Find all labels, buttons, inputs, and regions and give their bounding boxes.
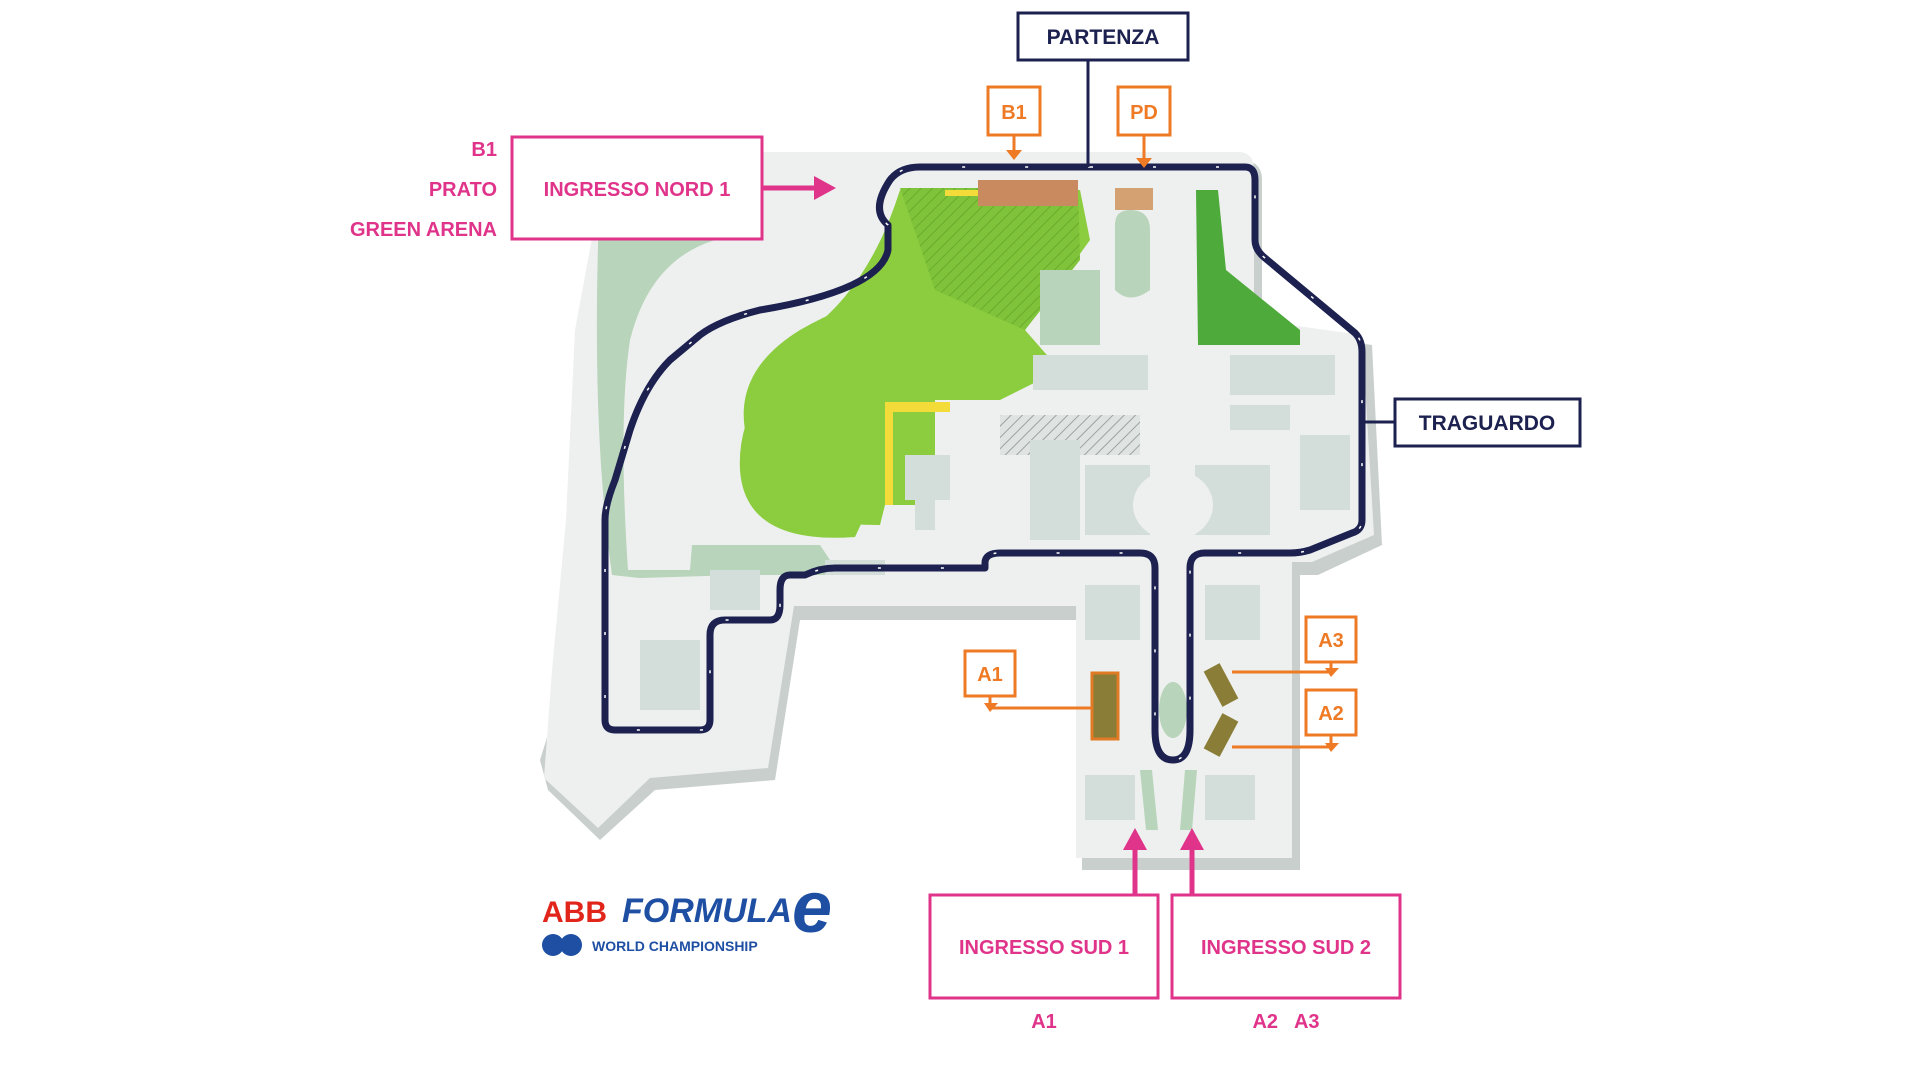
finish-label: TRAGUARDO (1419, 412, 1556, 435)
pointer-down-icon (1006, 150, 1022, 160)
formula-e-logo: ABB FORMULA e WORLD CHAMPIONSHIP (542, 868, 832, 956)
arrow-up-icon (1180, 828, 1204, 850)
race-track (601, 163, 1366, 764)
arrow-right-icon (814, 176, 836, 200)
pointer-down-icon (1325, 668, 1339, 677)
finish-marker: TRAGUARDO (1362, 397, 1582, 448)
svg-text:PD: PD (1130, 102, 1158, 124)
pointer-down-icon (1136, 158, 1152, 168)
stand-label-pd: PD (1116, 85, 1172, 168)
south-entrance-1-label: INGRESSO SUD 1 (959, 937, 1129, 959)
fia-globe-icon (560, 934, 582, 956)
stand-label-b1: B1 (986, 85, 1042, 160)
north-entrance: INGRESSO NORD 1 B1 PRATO GREEN ARENA (350, 135, 836, 241)
svg-text:B1: B1 (1001, 102, 1027, 124)
logo-subtitle: WORLD CHAMPIONSHIP (592, 938, 758, 954)
south-entrance-1: INGRESSO SUD 1 A1 (928, 828, 1160, 1033)
stand-label-a3: A3 (1232, 615, 1358, 677)
stand-label-a2: A2 (1232, 688, 1358, 752)
svg-text:A1: A1 (977, 664, 1003, 686)
grandstands (978, 180, 1239, 757)
logo-abb: ABB (542, 896, 607, 929)
stand-label-a1: A1 (963, 649, 1092, 712)
stand-a2-block (1203, 713, 1239, 757)
finish-label-box (1393, 397, 1582, 448)
stand-a3-block (1203, 663, 1239, 707)
south-entrance-2-label: INGRESSO SUD 2 (1201, 937, 1371, 959)
green-areas (596, 168, 1300, 830)
svg-text:A2: A2 (1318, 703, 1344, 725)
south-entrance-2: INGRESSO SUD 2 A2 A3 (1170, 828, 1402, 1033)
buildings (640, 355, 1350, 820)
fia-globe-icon (542, 934, 564, 956)
south-entrance-1-box (928, 893, 1160, 1000)
pointer-down-icon (984, 703, 998, 712)
north-entrance-box (510, 135, 764, 241)
start-label: PARTENZA (1047, 26, 1160, 49)
north-area-prato: PRATO (429, 179, 497, 201)
south-entrance-2-box (1170, 893, 1402, 1000)
south-entrance-1-areas: A1 (1031, 1011, 1057, 1033)
arrow-up-icon (1123, 828, 1147, 850)
south-entrance-2-areas: A2 A3 (1252, 1011, 1319, 1033)
logo-e-mark: e (792, 868, 832, 948)
stand-a1-block (1090, 671, 1120, 741)
pointer-down-icon (1325, 743, 1339, 752)
start-marker: PARTENZA (1016, 11, 1190, 167)
north-area-green-arena: GREEN ARENA (350, 219, 497, 241)
logo-formula: FORMULA (622, 892, 792, 930)
north-area-b1: B1 (471, 139, 497, 161)
start-label-box (1016, 11, 1190, 62)
svg-text:A3: A3 (1318, 630, 1344, 652)
stand-pd-block (1115, 188, 1153, 210)
stand-b1-block (978, 180, 1078, 206)
north-entrance-label: INGRESSO NORD 1 (544, 179, 731, 201)
